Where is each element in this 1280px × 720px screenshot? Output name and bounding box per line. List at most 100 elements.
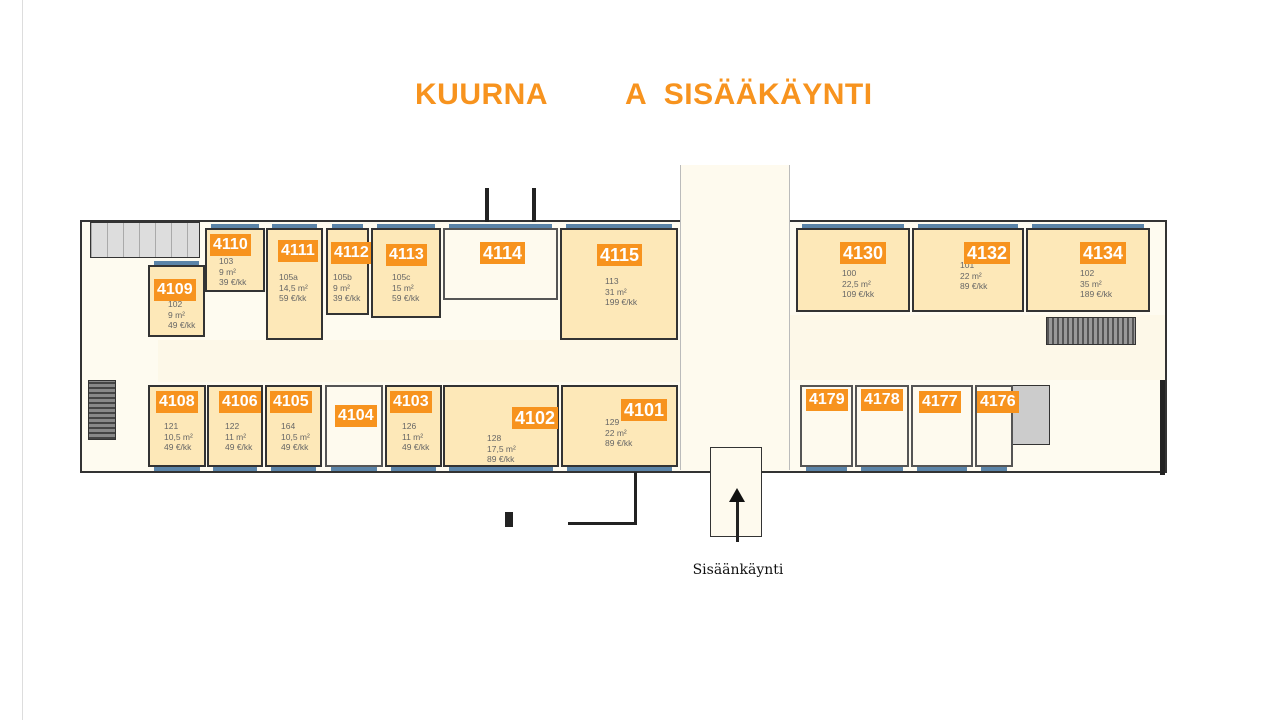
entrance-title: A SISÄÄKÄYNTI	[625, 78, 873, 111]
window	[449, 467, 553, 471]
room-4176[interactable]: 4176	[975, 385, 1019, 471]
room-number-label: 4102	[512, 407, 559, 429]
room-area: 17,5 m²	[487, 443, 516, 454]
window	[802, 224, 904, 228]
room-no: 101	[960, 260, 975, 270]
room-number-label: 4104	[335, 405, 377, 427]
stairs-left	[88, 380, 116, 440]
room-price: 199 €/kk	[605, 297, 638, 307]
room-number-label: 4112	[331, 242, 372, 264]
room-price: 89 €/kk	[605, 438, 633, 448]
room-price: 49 €/kk	[164, 442, 192, 452]
room-area: 14,5 m²	[279, 282, 308, 293]
room-area: 11 m²	[402, 431, 424, 442]
room-area: 11 m²	[225, 431, 247, 442]
room-number-label: 4115	[597, 244, 643, 266]
room-area: 9 m²	[333, 282, 350, 293]
room-area: 35 m²	[1080, 278, 1102, 289]
room-price: 89 €/kk	[960, 281, 988, 291]
window	[917, 467, 967, 471]
window	[377, 224, 435, 228]
room-4177[interactable]: 4177	[911, 385, 973, 471]
room-number-label: 4113	[386, 244, 427, 266]
room-no: 164	[281, 421, 296, 431]
room-number-label: 4130	[840, 242, 887, 264]
wall	[1160, 380, 1165, 475]
room-number-label: 4106	[219, 391, 261, 413]
room-area: 10,5 m²	[281, 431, 310, 442]
room-area: 22 m²	[960, 270, 982, 281]
room-number-label: 4177	[919, 391, 961, 413]
room-price: 39 €/kk	[219, 277, 247, 287]
room-number-label: 4110	[210, 234, 251, 256]
room-number-label: 4178	[861, 389, 903, 411]
corridor-left	[158, 340, 680, 382]
page-border	[22, 0, 23, 720]
room-number-label: 4101	[621, 399, 668, 421]
window	[918, 224, 1018, 228]
entrance-arrow-icon	[729, 488, 745, 502]
window	[566, 224, 672, 228]
room-no: 102	[1080, 268, 1095, 278]
room-4104[interactable]: 4104	[325, 385, 383, 471]
room-4179[interactable]: 4179	[800, 385, 853, 471]
room-price: 49 €/kk	[168, 320, 196, 330]
window	[154, 467, 200, 471]
room-no: 102	[168, 299, 183, 309]
room-number-label: 4109	[154, 279, 196, 301]
room-no: 105c	[392, 272, 411, 282]
room-no: 100	[842, 268, 857, 278]
wall	[634, 472, 637, 524]
room-price: 39 €/kk	[333, 293, 361, 303]
wall	[505, 512, 513, 527]
room-no: 105a	[279, 272, 298, 282]
room-4178[interactable]: 4178	[855, 385, 909, 471]
building-title: KUURNA	[415, 78, 548, 111]
window	[211, 224, 259, 228]
room-no: 128	[487, 433, 502, 443]
room-area: 10,5 m²	[164, 431, 193, 442]
window	[1032, 224, 1144, 228]
room-price: 59 €/kk	[392, 293, 420, 303]
room-price: 109 €/kk	[842, 289, 875, 299]
room-no: 103	[219, 256, 234, 266]
window	[391, 467, 436, 471]
room-area: 22,5 m²	[842, 278, 871, 289]
room-area: 9 m²	[219, 266, 236, 277]
entrance-arrow-shaft	[736, 500, 739, 542]
terrace	[90, 222, 200, 258]
window	[272, 224, 317, 228]
room-price: 49 €/kk	[281, 442, 309, 452]
room-area: 9 m²	[168, 309, 185, 320]
room-4114[interactable]: 4114	[443, 224, 558, 300]
window	[861, 467, 903, 471]
room-price: 59 €/kk	[279, 293, 307, 303]
room-no: 113	[605, 276, 619, 286]
window	[154, 261, 199, 265]
